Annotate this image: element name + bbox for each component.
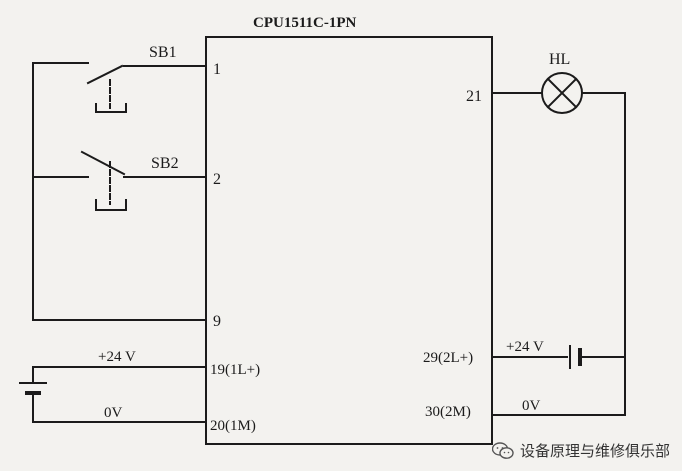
pin-30-label: 30(2M) xyxy=(425,404,471,420)
sb2-button xyxy=(95,199,127,211)
pin-21-label: 21 xyxy=(466,88,482,105)
sb1-button xyxy=(95,103,127,113)
lamp-cross-2 xyxy=(546,77,578,109)
pin-1-label: 1 xyxy=(213,61,221,78)
lamp-label: HL xyxy=(549,51,570,68)
watermark-text: 设备原理与维修俱乐部 xyxy=(519,442,670,460)
pin-20-label: 20(1M) xyxy=(210,418,256,434)
right-plus-voltage-label: +24 V xyxy=(506,339,544,355)
left-plus-voltage-label: +24 V xyxy=(98,349,136,365)
sb2-label: SB2 xyxy=(151,155,179,172)
cpu-module-box xyxy=(205,36,493,445)
right-minus-voltage-label: 0V xyxy=(522,398,541,414)
pin-2-label: 2 xyxy=(213,171,221,188)
left-minus-voltage-label: 0V xyxy=(104,405,123,421)
sb1-contact xyxy=(86,64,124,85)
sb2-contact xyxy=(80,150,126,176)
cpu-title: CPU1511C-1PN xyxy=(253,15,356,31)
pin-29-label: 29(2L+) xyxy=(423,350,473,366)
pin-9-label: 9 xyxy=(213,313,221,330)
wechat-icon xyxy=(491,441,514,459)
pin-19-label: 19(1L+) xyxy=(210,362,260,378)
watermark: 设备原理与维修俱乐部 xyxy=(491,440,670,461)
sb1-label: SB1 xyxy=(149,44,177,61)
